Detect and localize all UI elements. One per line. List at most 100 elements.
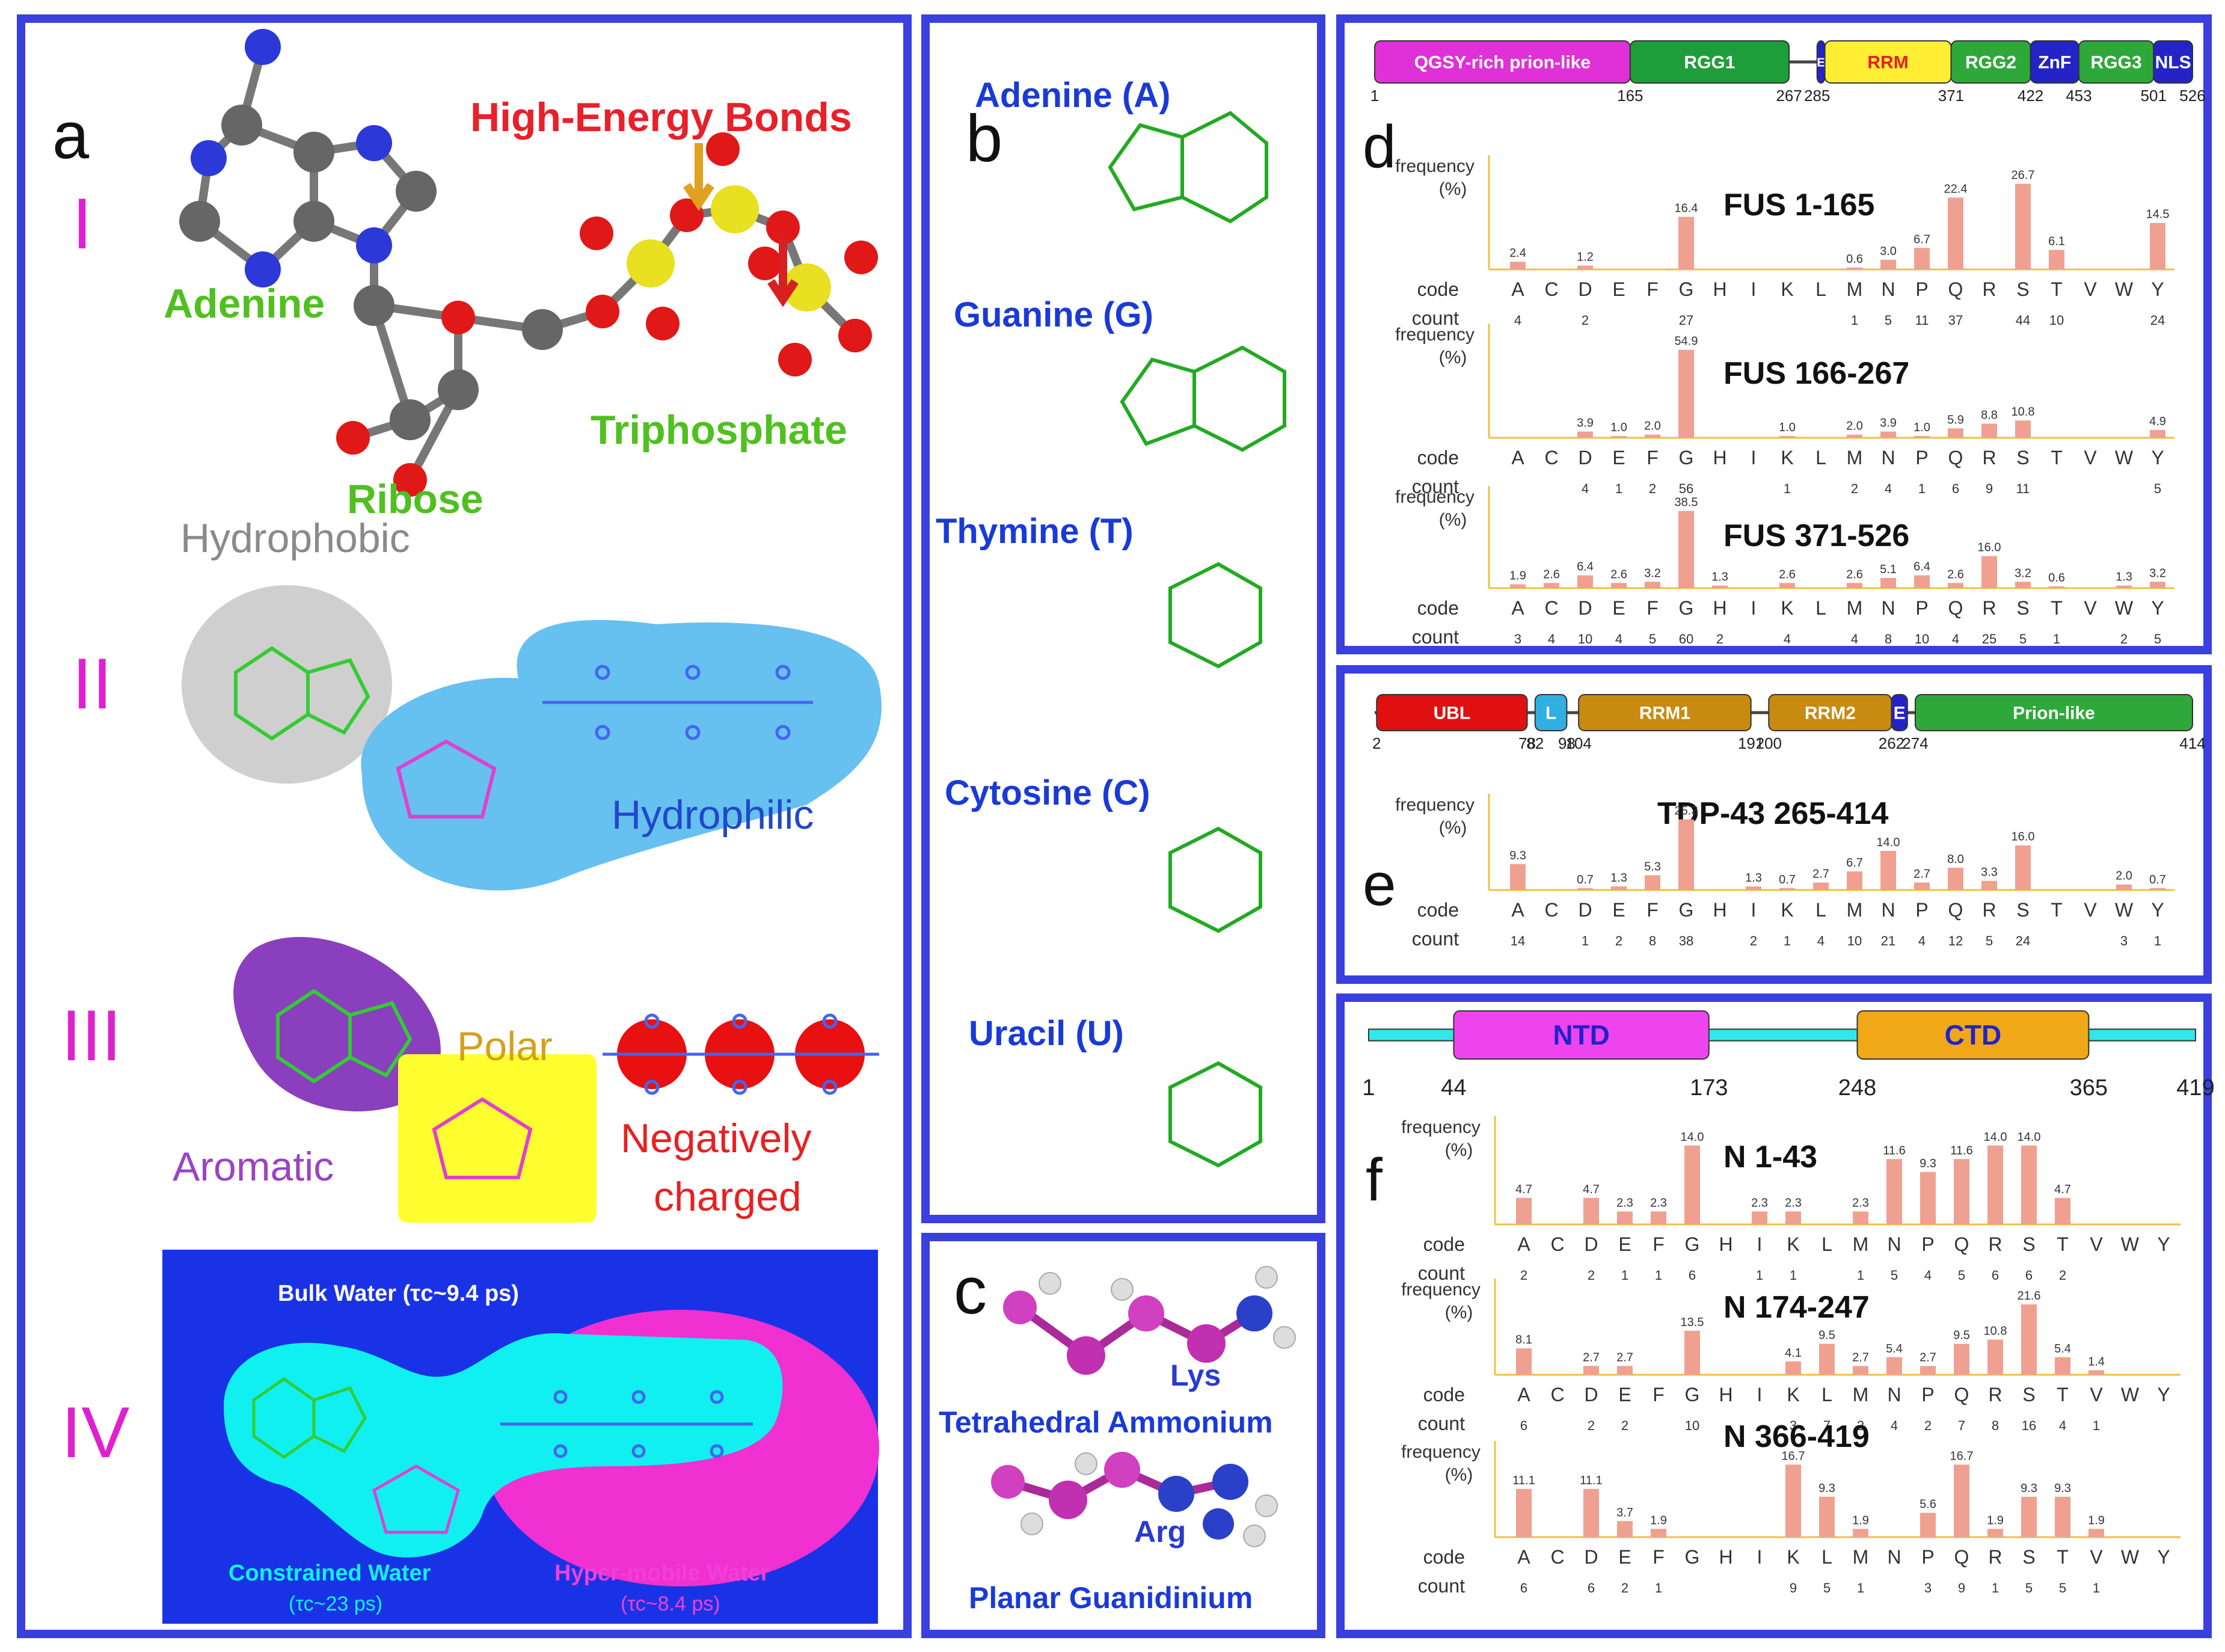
- code-S: S: [2016, 597, 2029, 619]
- code-Y: Y: [2157, 1233, 2170, 1255]
- high-energy-bond-arrow-1: [683, 143, 714, 211]
- residue-tick-label: 274: [1902, 734, 1928, 752]
- count-value: 5: [1823, 1580, 1831, 1595]
- count-value: 1: [1784, 933, 1791, 948]
- code-F: F: [1653, 1384, 1665, 1405]
- bar-value-label: 16.0: [1978, 541, 2001, 554]
- bar-value-label: 2.7: [1852, 1351, 1869, 1364]
- count-value: 3: [1924, 1580, 1932, 1595]
- count-value: 2: [1924, 1418, 1932, 1433]
- code-Q: Q: [1954, 1546, 1969, 1568]
- frequency-label: frequency: [1395, 325, 1475, 345]
- code-Q: Q: [1954, 1233, 1969, 1255]
- residue-tick-label: 173: [1690, 1075, 1728, 1101]
- code-R: R: [1988, 1233, 2002, 1255]
- count-value: 24: [2016, 933, 2030, 948]
- count-value: 2: [1520, 1268, 1527, 1283]
- bar-value-label: 8.0: [1947, 853, 1964, 866]
- bar-value-label: 1.0: [1610, 421, 1627, 434]
- count-value: 1: [1582, 933, 1589, 948]
- bar-value-label: 3.3: [1981, 866, 1998, 879]
- residue-tick-label: 1: [1362, 1075, 1375, 1101]
- lys-h-atom: [1039, 1272, 1061, 1295]
- bar-A: [1516, 1348, 1532, 1375]
- ribose-label: Ribose: [347, 476, 483, 522]
- bar-G: [1678, 349, 1694, 438]
- code-N: N: [1887, 1233, 1901, 1255]
- count-value: 3: [1790, 1418, 1797, 1433]
- residue-tick-label: 248: [1838, 1075, 1876, 1101]
- bar-value-label: 5.1: [1880, 563, 1897, 576]
- count-value: 1: [1857, 1580, 1864, 1595]
- residue-tick-label: 526: [2179, 87, 2205, 105]
- bar-D: [1583, 1488, 1599, 1537]
- base-label-cytosine: Cytosine (C): [945, 773, 1150, 812]
- bar-value-label: 9.3: [1509, 849, 1526, 862]
- bar-value-label: 1.3: [1610, 871, 1627, 885]
- bar-value-label: 4.9: [2149, 415, 2166, 428]
- bar-value-label: 9.3: [1920, 1157, 1936, 1170]
- bar-value-label: 1.4: [2088, 1355, 2105, 1368]
- chart-title: FUS 1-165: [1723, 188, 1874, 223]
- count-value: 5: [1891, 1268, 1898, 1283]
- code-I: I: [1751, 597, 1757, 619]
- code-G: G: [1685, 1546, 1700, 1568]
- phosphate-chain-III: [603, 1013, 879, 1095]
- bar-P: [1920, 1171, 1936, 1224]
- bar-value-label: 8.8: [1981, 409, 1998, 422]
- bar-value-label: 16.0: [2012, 831, 2035, 844]
- arg-atom: [1104, 1452, 1140, 1488]
- bar-V: [2088, 1370, 2104, 1375]
- count-value: 25: [1982, 631, 1996, 646]
- code-E: E: [1612, 447, 1625, 468]
- bar-K: [1785, 1361, 1801, 1375]
- bar-value-label: 1.0: [1913, 421, 1930, 434]
- bar-value-label: 2.3: [1616, 1196, 1633, 1209]
- bar-value-label: 2.6: [1779, 568, 1796, 581]
- count-value: 1: [1851, 313, 1858, 328]
- code-A: A: [1511, 447, 1524, 468]
- bar-K: [1785, 1464, 1801, 1537]
- frequency-label: frequency: [1401, 1117, 1481, 1137]
- bar-value-label: 5.6: [1920, 1498, 1936, 1511]
- code-R: R: [1982, 899, 1996, 921]
- bar-F: [1651, 1211, 1666, 1224]
- bar-Q: [1954, 1464, 1969, 1537]
- bar-V: [2088, 1529, 2104, 1537]
- residue-tick-label: 1: [1370, 87, 1379, 105]
- bar-value-label: 14.0: [2018, 1131, 2041, 1144]
- panel-b: b Adenine (A) Guanine (G) Thymine (T) Cy…: [921, 14, 1325, 1223]
- bar-value-label: 10.8: [2012, 405, 2035, 419]
- count-value: 56: [1679, 481, 1693, 496]
- code-M: M: [1847, 278, 1863, 300]
- atp-atoms: [179, 29, 878, 497]
- bar-A: [1516, 1488, 1532, 1537]
- panel-a: a I II III IV: [17, 14, 912, 1638]
- domain-label: Prion-like: [2013, 704, 2095, 723]
- code-row-label: code: [1417, 278, 1459, 300]
- charged-label: charged: [654, 1174, 802, 1220]
- count-value: 5: [1885, 313, 1892, 328]
- count-value: 9: [1986, 481, 1993, 496]
- count-value: 3: [1514, 631, 1521, 646]
- bar-S: [2015, 845, 2031, 890]
- count-row-label: count: [1412, 626, 1459, 648]
- bar-value-label: 6.1: [2048, 235, 2065, 248]
- code-S: S: [2016, 899, 2029, 921]
- arg-h-atom: [1255, 1494, 1278, 1517]
- bar-D: [1577, 265, 1593, 269]
- bar-G: [1678, 819, 1694, 890]
- bar-value-label: 1.3: [1711, 571, 1728, 584]
- code-G: G: [1679, 447, 1694, 468]
- bar-value-label: 9.5: [1953, 1329, 1970, 1342]
- bar-T: [2049, 250, 2064, 269]
- code-F: F: [1653, 1233, 1665, 1255]
- count-value: 1: [1615, 481, 1622, 496]
- count-value: 2: [1615, 933, 1622, 948]
- code-A: A: [1511, 597, 1524, 619]
- code-E: E: [1612, 278, 1625, 300]
- bar-Q: [1948, 583, 1963, 588]
- bar-H: [1712, 585, 1728, 588]
- frequency-unit-label: (%): [1445, 1140, 1473, 1160]
- domain-prion-like: [1914, 694, 2193, 731]
